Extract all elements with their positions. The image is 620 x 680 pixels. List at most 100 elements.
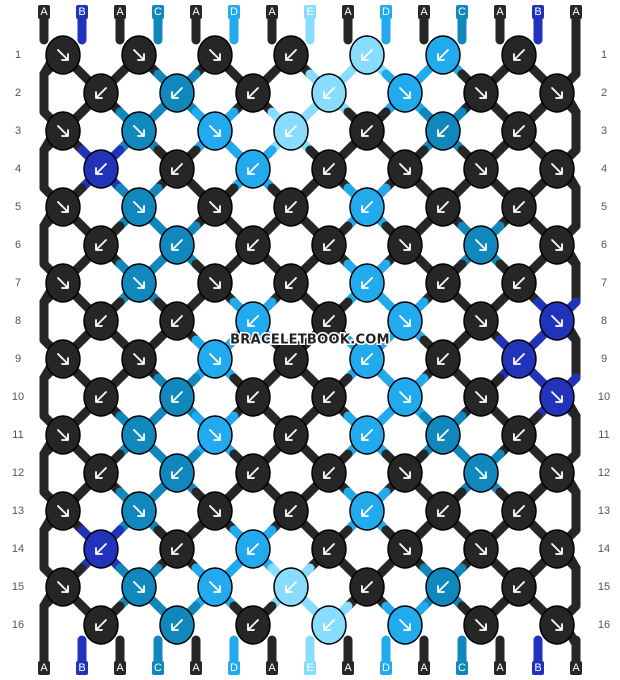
knot <box>349 339 385 379</box>
row-number-right: 15 <box>598 581 610 593</box>
bottom-string-label: A <box>192 662 200 674</box>
knot <box>45 415 81 455</box>
arrow-forward-icon <box>475 543 487 555</box>
knot <box>501 567 537 607</box>
arrow-backward-icon <box>323 467 335 479</box>
row-number-left: 10 <box>12 391 24 403</box>
arrow-backward-icon <box>171 163 183 175</box>
knot <box>501 491 537 531</box>
arrow-backward-icon <box>513 505 525 517</box>
bottom-string-label: A <box>420 662 428 674</box>
knot <box>235 301 271 341</box>
row-number-right: 7 <box>601 277 607 289</box>
arrow-forward-icon <box>475 163 487 175</box>
arrow-backward-icon <box>247 163 259 175</box>
knot <box>501 263 537 303</box>
top-string-label-swatch <box>38 5 50 19</box>
knot <box>159 301 195 341</box>
arrow-forward-icon <box>57 125 69 137</box>
arrow-forward-icon <box>475 315 487 327</box>
top-string-label: A <box>344 6 352 18</box>
knot <box>539 529 575 569</box>
arrow-backward-icon <box>361 353 373 365</box>
arrow-backward-icon <box>95 391 107 403</box>
arrow-forward-icon <box>475 619 487 631</box>
arrow-backward-icon <box>285 505 297 517</box>
row-number-right: 1 <box>601 49 607 61</box>
top-string-label: A <box>572 6 580 18</box>
knot <box>539 225 575 265</box>
bottom-string-label-swatch <box>494 661 506 675</box>
arrow-backward-icon <box>171 543 183 555</box>
arrow-forward-icon <box>399 619 411 631</box>
row-number-left: 1 <box>15 49 21 61</box>
arrow-forward-icon <box>551 315 563 327</box>
knot <box>273 187 309 227</box>
top-string-label-swatch <box>228 5 240 19</box>
arrow-backward-icon <box>323 315 335 327</box>
arrow-backward-icon <box>361 581 373 593</box>
bottom-string-label-swatch <box>456 661 468 675</box>
knot <box>539 301 575 341</box>
top-string-label: D <box>382 6 390 18</box>
top-string-label: E <box>306 6 313 18</box>
bottom-string-label-swatch <box>570 661 582 675</box>
arrow-backward-icon <box>361 505 373 517</box>
arrow-backward-icon <box>285 581 297 593</box>
knot <box>311 377 347 417</box>
row-number-right: 3 <box>601 125 607 137</box>
bottom-string-label: C <box>458 662 466 674</box>
arrow-forward-icon <box>209 429 221 441</box>
top-string-label-swatch <box>266 5 278 19</box>
knot <box>83 605 119 645</box>
knot <box>273 35 309 75</box>
knot <box>463 73 499 113</box>
arrow-backward-icon <box>247 619 259 631</box>
arrow-backward-icon <box>285 429 297 441</box>
knot <box>311 149 347 189</box>
arrow-forward-icon <box>209 353 221 365</box>
arrow-forward-icon <box>551 391 563 403</box>
knot <box>311 301 347 341</box>
arrow-backward-icon <box>171 87 183 99</box>
knot <box>83 377 119 417</box>
top-string-label: A <box>40 6 48 18</box>
arrow-backward-icon <box>95 87 107 99</box>
arrow-backward-icon <box>95 543 107 555</box>
row-number-right: 4 <box>601 163 607 175</box>
row-number-right: 10 <box>598 391 610 403</box>
arrow-forward-icon <box>209 277 221 289</box>
knot <box>121 263 157 303</box>
arrow-backward-icon <box>171 467 183 479</box>
top-string-label: A <box>116 6 124 18</box>
top-string-label-swatch <box>570 5 582 19</box>
row-number-left: 15 <box>12 581 24 593</box>
knot <box>425 111 461 151</box>
arrow-backward-icon <box>285 125 297 137</box>
knot <box>387 149 423 189</box>
knot <box>83 301 119 341</box>
bottom-string-label-swatch <box>380 661 392 675</box>
arrow-backward-icon <box>323 163 335 175</box>
arrow-backward-icon <box>437 353 449 365</box>
arrow-backward-icon <box>513 277 525 289</box>
row-number-right: 14 <box>598 543 610 555</box>
knot <box>45 263 81 303</box>
knot <box>349 35 385 75</box>
knot <box>425 187 461 227</box>
knot <box>501 187 537 227</box>
knot <box>501 415 537 455</box>
knot <box>197 415 233 455</box>
knot <box>121 415 157 455</box>
arrow-backward-icon <box>437 277 449 289</box>
row-number-left: 16 <box>12 619 24 631</box>
knot <box>425 339 461 379</box>
arrow-forward-icon <box>551 543 563 555</box>
arrow-backward-icon <box>285 49 297 61</box>
knot <box>273 263 309 303</box>
knot <box>387 377 423 417</box>
top-string-label: C <box>458 6 466 18</box>
arrow-forward-icon <box>551 239 563 251</box>
